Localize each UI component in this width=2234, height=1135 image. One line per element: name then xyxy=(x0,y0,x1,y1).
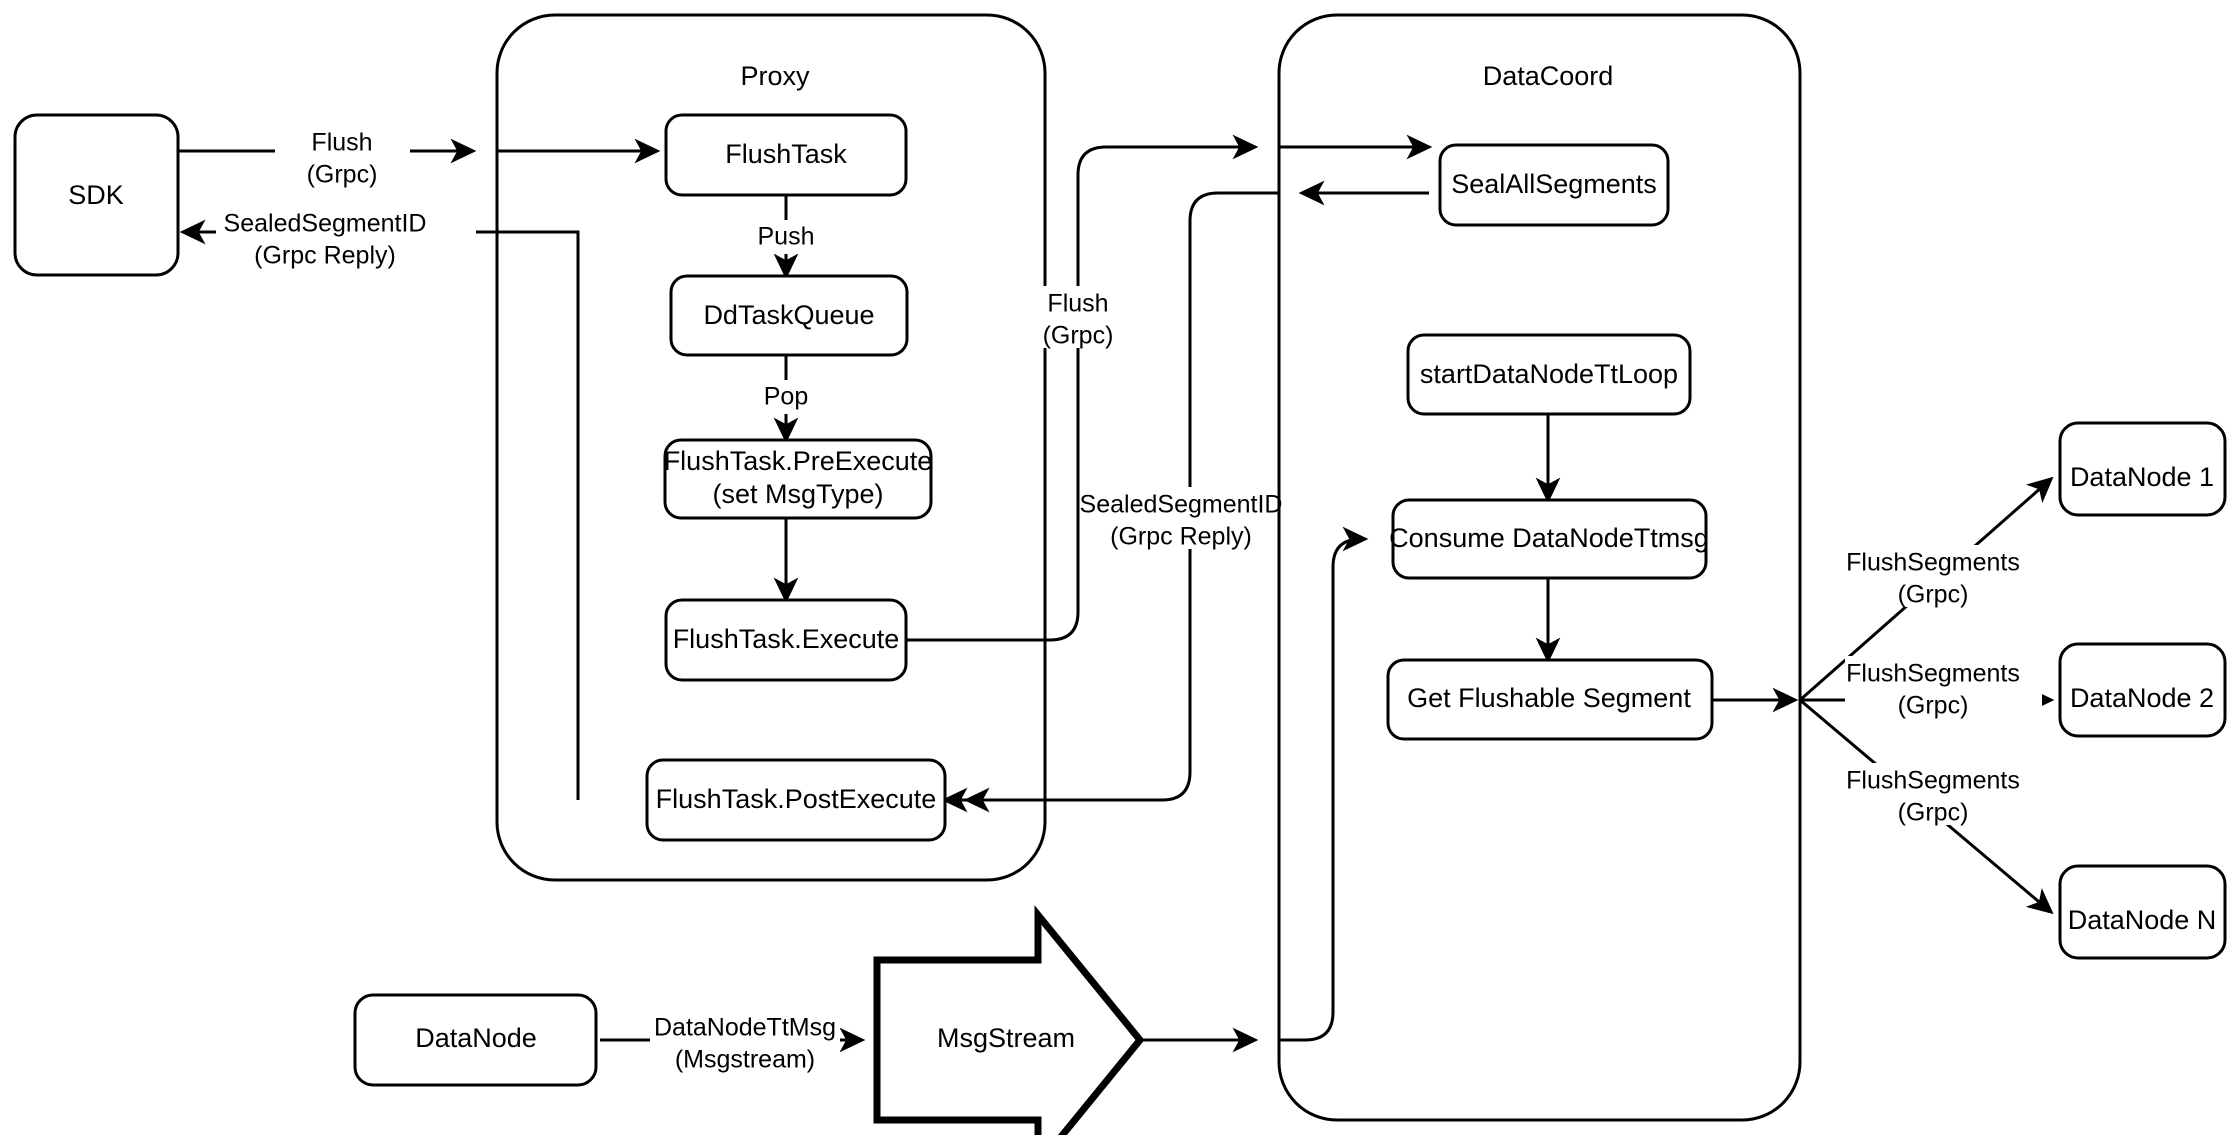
edge-proxy-to-sdk xyxy=(179,219,580,800)
datacoord-container-border xyxy=(1277,13,1802,1122)
dd-task-queue-label: DdTaskQueue xyxy=(703,300,874,330)
node-seal-all-segments[interactable]: SealAllSegments xyxy=(1438,143,1670,227)
msgstream-arrow-shape[interactable] xyxy=(873,905,1145,1135)
datanode-n-box[interactable] xyxy=(2058,864,2227,960)
label-bg xyxy=(216,205,476,267)
dc-to-proxy-label-line1: SealedSegmentID xyxy=(1080,491,1283,519)
flush-seg-2-label-line1: FlushSegments xyxy=(1846,660,2020,688)
flush-seg-n-label-line1: FlushSegments xyxy=(1846,767,2020,795)
edge-label-datacoord-to-proxy: SealedSegmentID (Grpc Reply) xyxy=(1080,487,1283,551)
preexecute-label-line2: (set MsgType) xyxy=(712,479,883,509)
seal-all-segments-box[interactable] xyxy=(1438,143,1670,227)
dn-ttmsg-label-line2: (Msgstream) xyxy=(675,1046,815,1074)
proxy-to-sdk-label-line2: (Grpc Reply) xyxy=(254,242,396,270)
label-bg xyxy=(1845,656,2042,718)
preexecute-box[interactable] xyxy=(663,438,933,520)
label-bg xyxy=(1845,763,2042,825)
edge-label-flush-segments-n: FlushSegments (Grpc) xyxy=(1845,763,2042,827)
node-msgstream[interactable]: MsgStream xyxy=(873,905,1145,1135)
label-bg xyxy=(740,220,832,254)
msgstream-label: MsgStream xyxy=(937,1023,1075,1053)
datanode-2-label: DataNode 2 xyxy=(2070,683,2214,713)
flush-seg-n-label-line2: (Grpc) xyxy=(1898,799,1969,827)
get-flushable-label: Get Flushable Segment xyxy=(1407,683,1691,713)
edge-label-push: Push xyxy=(740,220,832,254)
datanode-source-box[interactable] xyxy=(353,993,598,1087)
edge-label-flush-segments-1: FlushSegments (Grpc) xyxy=(1845,545,2042,609)
proxy-container-border xyxy=(495,13,1047,882)
flush-seg-2-label-line2: (Grpc) xyxy=(1898,692,1969,720)
sdk-label: SDK xyxy=(68,180,124,210)
edge-execute-to-datacoord xyxy=(906,134,1259,642)
node-consume-datanode-ttmsg[interactable]: Consume DataNodeTtmsg xyxy=(1389,498,1709,580)
sdk-to-proxy-label-line1: Flush xyxy=(311,129,372,157)
node-datanode-1[interactable]: DataNode 1 xyxy=(2058,421,2227,517)
sdk-box[interactable] xyxy=(13,113,180,277)
node-get-flushable-segment[interactable]: Get Flushable Segment xyxy=(1386,658,1714,741)
flush-task-box[interactable] xyxy=(664,113,908,197)
node-flush-task-execute[interactable]: FlushTask.Execute xyxy=(664,598,908,682)
edge-label-flush-segments-2: FlushSegments (Grpc) xyxy=(1845,656,2042,720)
edge-datacoord-boundary-to-consume xyxy=(1279,526,1369,1042)
flush-seg-1-label-line1: FlushSegments xyxy=(1846,549,2020,577)
consume-ttmsg-box[interactable] xyxy=(1391,498,1708,580)
group-datacoord: DataCoord xyxy=(1277,13,1802,1122)
proxy-title: Proxy xyxy=(740,61,810,91)
execute-label: FlushTask.Execute xyxy=(673,624,900,654)
node-flush-task-preexecute[interactable]: FlushTask.PreExecute (set MsgType) xyxy=(663,438,933,520)
postexecute-box[interactable] xyxy=(645,758,947,842)
dn-ttmsg-label-line1: DataNodeTtMsg xyxy=(654,1014,836,1042)
push-label: Push xyxy=(758,223,815,251)
postexecute-label: FlushTask.PostExecute xyxy=(656,784,937,814)
edge-label-pop: Pop xyxy=(748,380,824,414)
start-tt-loop-box[interactable] xyxy=(1406,333,1692,416)
execute-box[interactable] xyxy=(664,598,908,682)
label-bg xyxy=(650,1010,840,1072)
proxy-to-sdk-label-line1: SealedSegmentID xyxy=(224,210,427,238)
label-bg xyxy=(275,125,410,187)
sdk-to-proxy-label-line2: (Grpc) xyxy=(307,161,378,189)
pop-label: Pop xyxy=(764,383,808,411)
group-proxy: Proxy xyxy=(495,13,1047,882)
label-bg xyxy=(1088,487,1274,549)
consume-ttmsg-label: Consume DataNodeTtmsg xyxy=(1389,523,1709,553)
edge-label-proxy-to-sdk: SealedSegmentID (Grpc Reply) xyxy=(216,205,476,270)
node-flush-task[interactable]: FlushTask xyxy=(664,113,908,197)
flush-seg-1-label-line2: (Grpc) xyxy=(1898,581,1969,609)
get-flushable-box[interactable] xyxy=(1386,658,1714,741)
preexecute-label-line1: FlushTask.PreExecute xyxy=(664,446,933,476)
node-datanode-source[interactable]: DataNode xyxy=(353,993,598,1087)
edge-label-sdk-to-proxy: Flush (Grpc) xyxy=(275,125,410,189)
datanode-1-label: DataNode 1 xyxy=(2070,462,2214,492)
datanode-2-box[interactable] xyxy=(2058,642,2227,738)
seal-all-segments-label: SealAllSegments xyxy=(1451,169,1657,199)
label-bg xyxy=(1022,286,1134,348)
datanode-source-label: DataNode xyxy=(415,1023,537,1053)
datacoord-title: DataCoord xyxy=(1483,61,1614,91)
dd-task-queue-box[interactable] xyxy=(669,274,909,357)
node-dd-task-queue[interactable]: DdTaskQueue xyxy=(669,274,909,357)
edge-label-datanode-ttmsg: DataNodeTtMsg (Msgstream) xyxy=(650,1010,840,1074)
datanode-1-box[interactable] xyxy=(2058,421,2227,517)
node-datanode-n[interactable]: DataNode N xyxy=(2058,864,2227,960)
start-tt-loop-label: startDataNodeTtLoop xyxy=(1420,359,1678,389)
label-bg xyxy=(1845,545,2042,607)
dc-to-proxy-label-line2: (Grpc Reply) xyxy=(1110,523,1252,551)
node-flush-task-postexecute[interactable]: FlushTask.PostExecute xyxy=(645,758,947,842)
proxy-to-dc-label-line2: (Grpc) xyxy=(1043,322,1114,350)
proxy-to-dc-label-line1: Flush xyxy=(1047,290,1108,318)
datanode-n-label: DataNode N xyxy=(2068,905,2217,935)
node-start-datanode-tt-loop[interactable]: startDataNodeTtLoop xyxy=(1406,333,1692,416)
node-datanode-2[interactable]: DataNode 2 xyxy=(2058,642,2227,738)
flush-task-label: FlushTask xyxy=(725,139,847,169)
edge-label-proxy-to-datacoord: Flush (Grpc) xyxy=(1022,286,1134,350)
node-sdk[interactable]: SDK xyxy=(13,113,180,277)
label-bg xyxy=(748,380,824,414)
